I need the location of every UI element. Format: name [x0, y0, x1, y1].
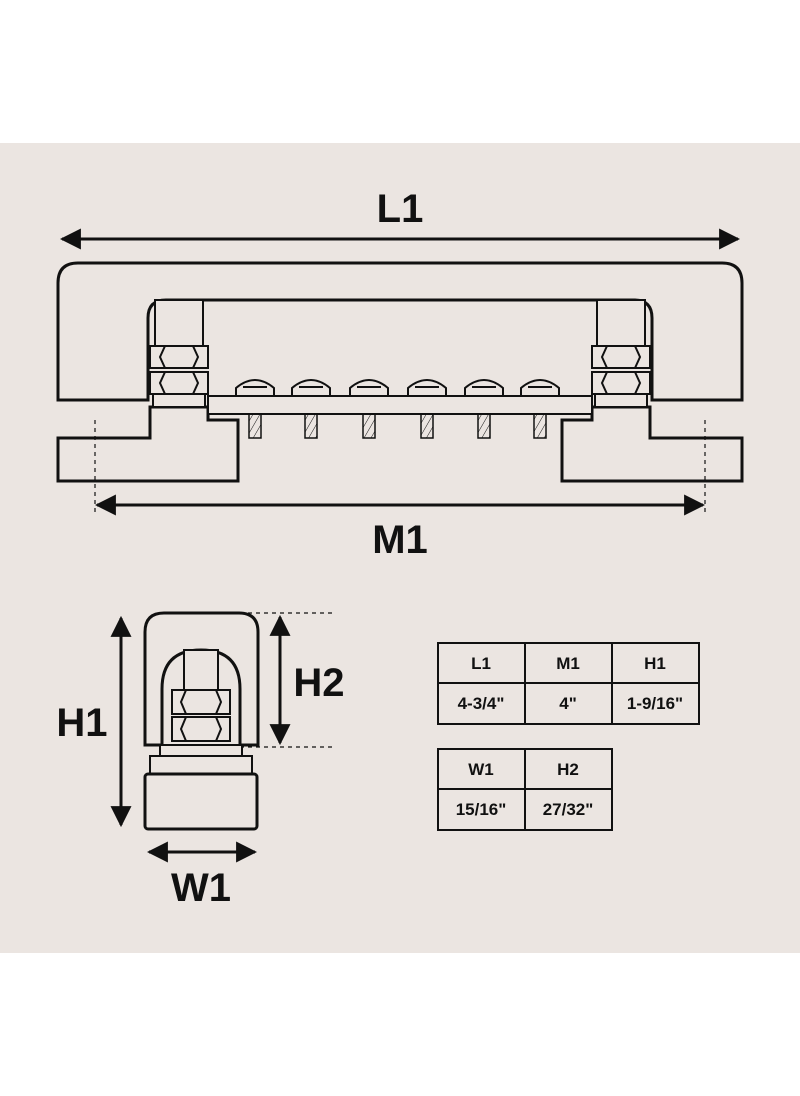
dimension-table-top: L1 M1 H1 4-3/4" 4" 1-9/16" [437, 642, 700, 725]
m1-label: M1 [372, 518, 428, 562]
terminal-screw [407, 379, 447, 439]
front-view: L1 M1 [56, 187, 744, 562]
table-top-value-0: 4-3/4" [458, 694, 505, 713]
table-top-header-0: L1 [471, 654, 491, 673]
left-nut-bottom [149, 371, 209, 395]
terminal-screw [291, 379, 331, 439]
right-nut-top [591, 345, 651, 369]
table-bottom-header-1: H2 [557, 760, 579, 779]
terminal-screw [520, 379, 560, 439]
right-foot [560, 405, 744, 483]
terminal-screw [464, 379, 504, 439]
left-nut-top [149, 345, 209, 369]
h1-label: H1 [56, 701, 107, 745]
table-bottom-value-0: 15/16" [456, 800, 507, 819]
terminal-screw [349, 379, 389, 439]
terminal-screw [235, 379, 275, 439]
side-cover [143, 611, 260, 747]
dimension-table-bottom: W1 H2 15/16" 27/32" [437, 748, 613, 831]
left-post [154, 299, 204, 347]
table-top-value-1: 4" [559, 694, 577, 713]
side-base [143, 772, 259, 831]
left-foot [56, 405, 240, 483]
l1-label: L1 [377, 187, 424, 231]
right-post [596, 299, 646, 347]
table-top-header-1: M1 [556, 654, 580, 673]
w1-label: W1 [171, 866, 231, 910]
table-bottom-header-0: W1 [468, 760, 494, 779]
h2-label: H2 [293, 661, 344, 705]
side-view: H1 H2 W1 [56, 611, 345, 910]
right-nut-bottom [591, 371, 651, 395]
table-top-header-2: H1 [644, 654, 666, 673]
bus-bar-strip [207, 395, 593, 415]
table-bottom-value-1: 27/32" [543, 800, 594, 819]
table-top-value-2: 1-9/16" [627, 694, 683, 713]
terminal-screws [235, 379, 560, 439]
